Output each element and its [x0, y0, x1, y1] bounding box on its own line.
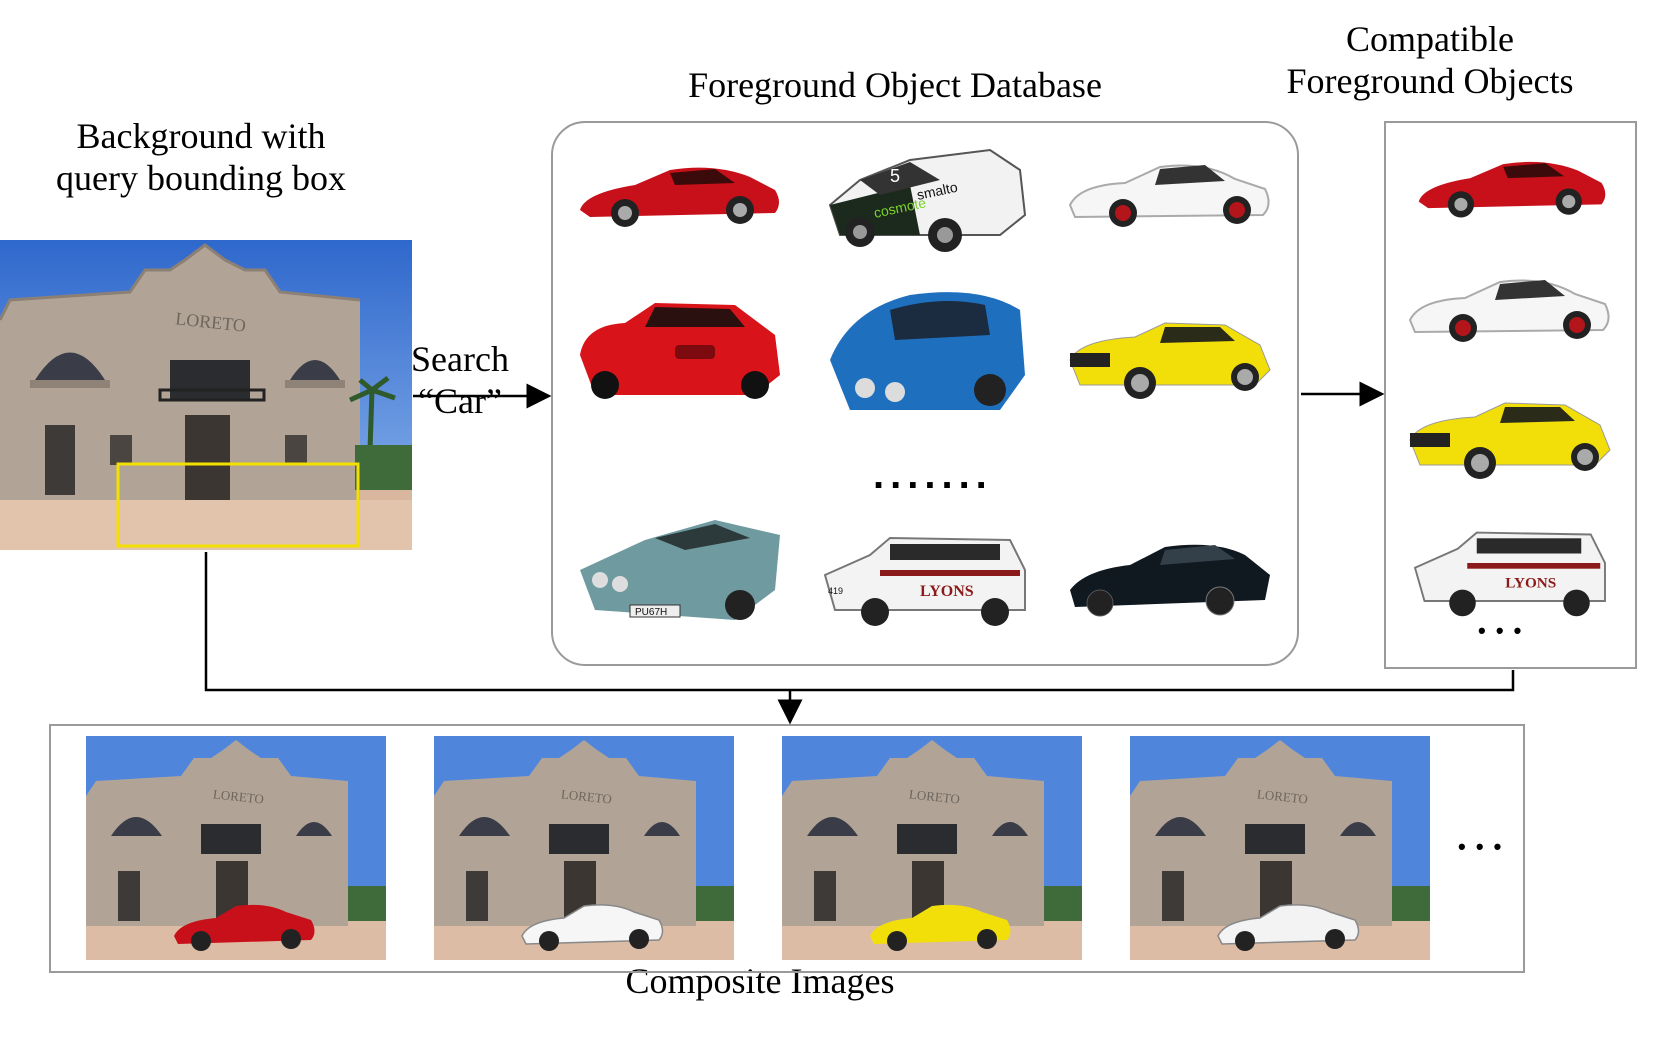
composite-ellipsis: • • • [1458, 834, 1504, 859]
compat-car-red-lamborghini [1410, 150, 1615, 225]
svg-text:LYONS: LYONS [1505, 575, 1556, 592]
arrow-background-down [204, 552, 1515, 692]
database-ellipsis: ....... [873, 453, 993, 497]
composite-image-red-lamborghini: LORETO [86, 736, 386, 960]
svg-text:LORETO: LORETO [1256, 786, 1308, 806]
database-label: Foreground Object Database [688, 65, 1102, 105]
db-car-blue-alpine [820, 280, 1030, 420]
svg-text:LORETO: LORETO [212, 786, 264, 806]
svg-text:LORETO: LORETO [908, 786, 960, 806]
search-label: Search “Car” [411, 339, 509, 422]
svg-text:LORETO: LORETO [560, 786, 612, 806]
composite-label: Composite Images [625, 961, 895, 1001]
composite-image-white-sedan: LORETO [434, 736, 734, 960]
foreground-database-panel [551, 121, 1299, 666]
background-label: Background with query bounding box [56, 116, 346, 199]
composite-images-panel [49, 724, 1525, 973]
compatible-ellipsis: • • • [1478, 618, 1524, 643]
db-car-yellow-challenger [1065, 315, 1275, 405]
background-image: LORETO [0, 240, 412, 550]
query-bounding-box [116, 462, 360, 548]
db-car-red-ferrari [575, 295, 785, 410]
db-car-red-lamborghini [575, 155, 785, 235]
db-car-rally: cosmote smalto 5 [820, 140, 1030, 255]
compat-car-yellow-challenger [1405, 395, 1615, 485]
db-car-black-coupe [1065, 535, 1275, 625]
svg-text:419: 419 [828, 586, 843, 596]
db-car-white-suv: LYONS 419 [820, 530, 1030, 630]
db-car-white-sedan [1065, 155, 1275, 235]
composite-image-white-suv: LORETO [1130, 736, 1430, 960]
db-car-teal-firebird: PU67H [575, 510, 785, 630]
compat-car-white-sedan [1405, 270, 1615, 350]
compatible-objects-panel [1384, 121, 1637, 669]
composite-image-yellow-challenger: LORETO [782, 736, 1082, 960]
svg-text:PU67H: PU67H [635, 607, 667, 618]
compatible-label: Compatible Foreground Objects [1286, 19, 1574, 102]
svg-text:LYONS: LYONS [920, 583, 974, 600]
svg-text:5: 5 [890, 166, 900, 186]
compat-car-white-suv: LYONS [1405, 525, 1615, 620]
